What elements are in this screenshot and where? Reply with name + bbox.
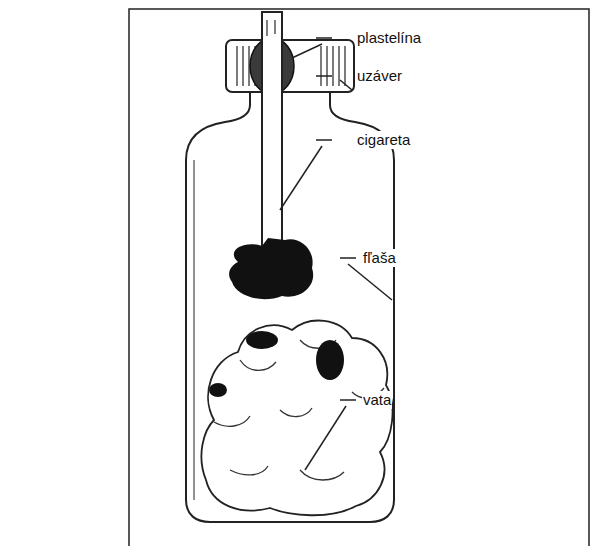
cotton-stain [209,383,227,397]
bottle-wall [194,160,195,500]
part-label: vata [362,391,392,409]
frame [129,9,589,546]
part-label: uzáver [356,67,403,85]
part-label: cigareta [356,131,411,149]
cotton-wool [201,321,392,516]
cotton-stain [246,331,278,349]
smoke [229,238,313,299]
bottle [186,92,394,522]
cigarette [262,12,282,252]
cotton-stain [316,340,344,380]
cotton-folds [214,340,384,480]
part-label: plastelína [356,29,422,47]
cap-ridges [320,46,348,86]
part-label: fľaša [362,249,397,267]
